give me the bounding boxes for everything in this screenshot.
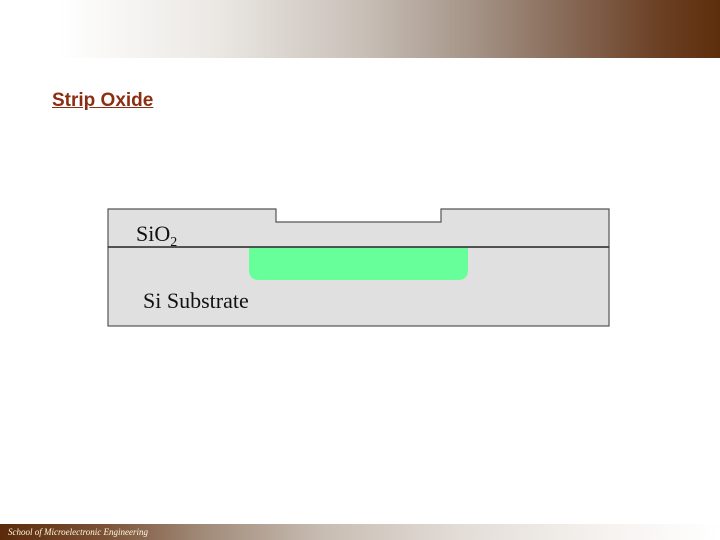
doped-region bbox=[249, 247, 468, 280]
footer-text: School of Microelectronic Engineering bbox=[8, 527, 149, 537]
sio2-label-subscript: 2 bbox=[170, 235, 177, 250]
slide-title: Strip Oxide bbox=[52, 90, 154, 111]
sio2-label: SiO2 bbox=[136, 221, 177, 250]
sio2-label-main: SiO bbox=[136, 221, 170, 246]
footer-gradient-band bbox=[0, 524, 720, 540]
sio2-oxide-layer bbox=[107, 208, 610, 248]
header-gradient-band bbox=[0, 0, 720, 58]
si-substrate-label: Si Substrate bbox=[143, 288, 249, 313]
